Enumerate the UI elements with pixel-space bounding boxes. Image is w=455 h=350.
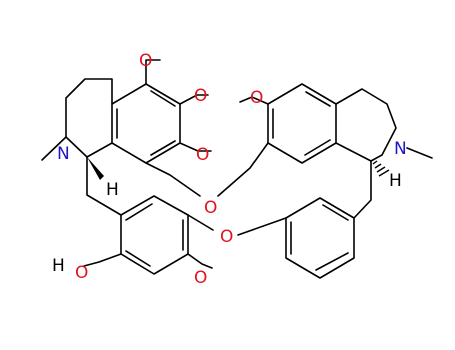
stereo-hash-right — [372, 160, 390, 177]
nitrogen-left-label: N — [57, 144, 70, 164]
stereo-wedge-left — [87, 157, 104, 180]
oxygen-methoxy-bottom-label: O — [194, 268, 207, 288]
oxygen-methoxy-top-1-label: O — [139, 51, 152, 71]
oxygen-methoxy-right-label: O — [250, 88, 263, 108]
atom-labels: O O O O O O O O H N N H H — [52, 51, 407, 288]
oxygen-methoxy-top-2-label: O — [194, 86, 207, 106]
stereo-hydrogen-right-label: H — [389, 171, 402, 191]
nitrogen-right-label: N — [394, 139, 407, 159]
stereo-hydrogen-left-label: H — [106, 180, 119, 200]
bond-lines — [41, 59, 433, 279]
oxygen-bridge-label-1: O — [204, 198, 217, 218]
hydroxyl-hydrogen-label: H — [52, 256, 65, 276]
hydroxyl-oxygen-label: O — [75, 263, 88, 283]
oxygen-bridge-label-2: O — [220, 227, 233, 247]
oxygen-methoxy-top-3-label: O — [196, 145, 209, 165]
